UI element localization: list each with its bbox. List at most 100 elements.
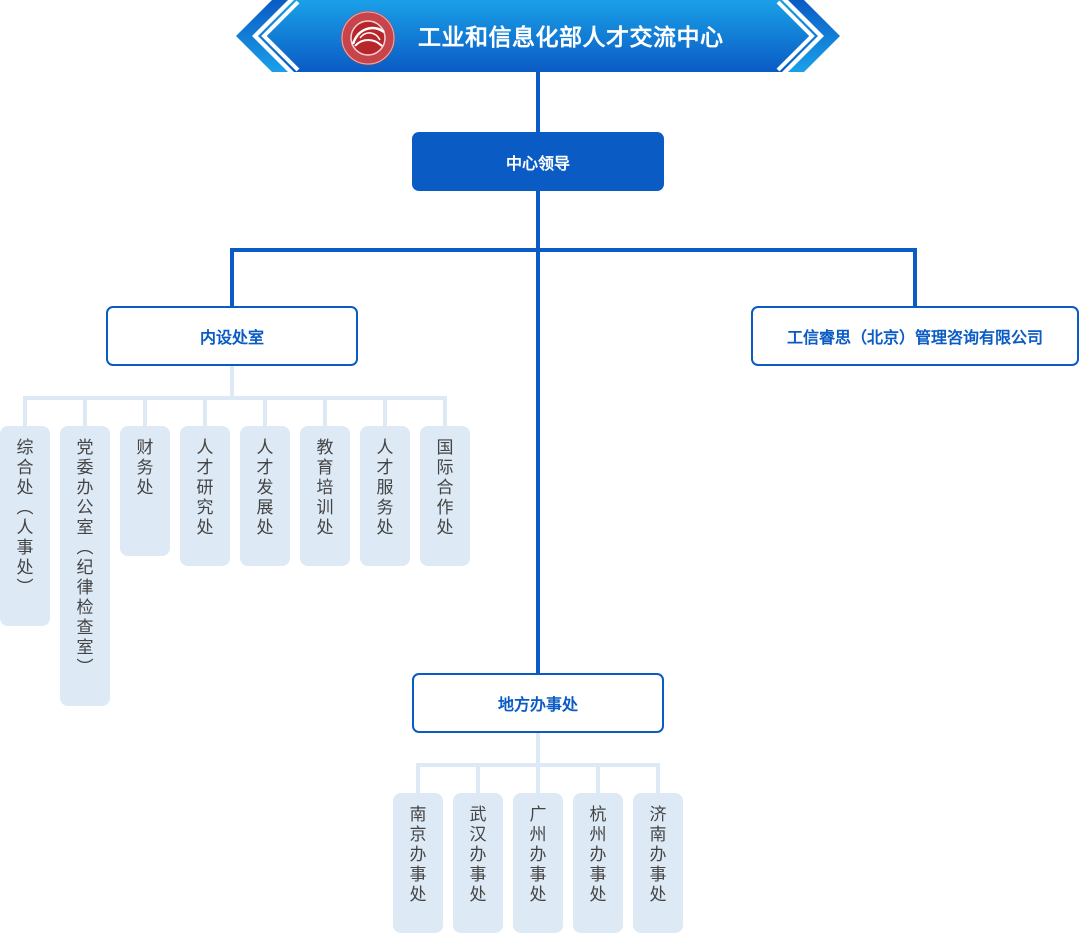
- pill-char: 纪: [76, 558, 94, 578]
- internal-department-item[interactable]: 人才服务处: [360, 426, 410, 566]
- company-box[interactable]: 工信睿思（北京）管理咨询有限公司: [751, 306, 1079, 366]
- pill-char: 杭: [589, 805, 607, 825]
- internal-department-drop-line: [263, 398, 267, 426]
- pill-char: 事: [469, 865, 487, 885]
- internal-department-item[interactable]: 人才研究处: [180, 426, 230, 566]
- internal-department-drop-line: [83, 398, 87, 426]
- regional-office-drop-line: [656, 765, 660, 793]
- pill-char: 公: [76, 498, 94, 518]
- internal-department-drop-line: [203, 398, 207, 426]
- regional-office-item[interactable]: 杭州办事处: [573, 793, 623, 933]
- pill-char: 才: [196, 458, 214, 478]
- pill-char: 事: [649, 865, 667, 885]
- pill-char: 人: [256, 438, 274, 458]
- org-title: 工业和信息化部人才交流中心: [418, 24, 724, 51]
- pill-char: 服: [376, 478, 394, 498]
- pill-char: 广: [529, 805, 547, 825]
- pill-char: 办: [409, 845, 427, 865]
- pill-char: 展: [256, 498, 274, 518]
- regional-office-item[interactable]: 武汉办事处: [453, 793, 503, 933]
- pill-char: 人: [16, 518, 34, 538]
- pill-char: 处: [409, 885, 427, 905]
- regional-offices-box[interactable]: 地方办事处: [412, 673, 664, 733]
- connector-title-to-leadership: [536, 72, 540, 132]
- pill-char: 人: [196, 438, 214, 458]
- pill-char: ︶: [16, 578, 34, 598]
- pill-char: ︵: [16, 498, 34, 518]
- pill-char: 党: [76, 438, 94, 458]
- pill-char: 人: [376, 438, 394, 458]
- pill-char: 处: [649, 885, 667, 905]
- regional-office-item[interactable]: 广州办事处: [513, 793, 563, 933]
- pill-char: 办: [649, 845, 667, 865]
- company-label: 工信睿思（北京）管理咨询有限公司: [786, 328, 1043, 347]
- pill-char: 育: [316, 458, 334, 478]
- internal-departments-label: 内设处室: [199, 328, 264, 347]
- pill-char: 委: [76, 458, 94, 478]
- pill-char: 武: [469, 805, 487, 825]
- pill-char: 济: [649, 805, 667, 825]
- regional-office-item[interactable]: 南京办事处: [393, 793, 443, 933]
- pill-char: 办: [589, 845, 607, 865]
- logo-icon: [340, 10, 396, 66]
- connector-horizontal-branch: [230, 248, 917, 252]
- pill-char: 律: [76, 578, 94, 598]
- internal-department-item[interactable]: 国际合作处: [420, 426, 470, 566]
- internal-department-item[interactable]: 综合处︵人事处︶: [0, 426, 50, 626]
- pill-char: 事: [16, 538, 34, 558]
- connector-leadership-trunk: [536, 190, 540, 675]
- pill-char: 务: [136, 458, 154, 478]
- connector-to-internal: [230, 248, 234, 308]
- pill-char: 查: [76, 618, 94, 638]
- pill-char: 南: [649, 825, 667, 845]
- regional-offices-label: 地方办事处: [497, 695, 578, 714]
- internal-department-item[interactable]: 人才发展处: [240, 426, 290, 566]
- internal-department-drop-line: [443, 398, 447, 426]
- pill-char: 事: [529, 865, 547, 885]
- pill-char: 州: [529, 825, 547, 845]
- right-outer-chevron: [788, 0, 840, 72]
- header-banner: 工业和信息化部人才交流中心: [236, 0, 840, 72]
- pill-char: 发: [256, 478, 274, 498]
- regional-office-drop-line: [596, 765, 600, 793]
- internal-department-item[interactable]: 财务处: [120, 426, 170, 556]
- pill-char: 处: [16, 478, 34, 498]
- pill-char: 办: [76, 478, 94, 498]
- pill-char: 财: [136, 438, 154, 458]
- pill-char: 汉: [469, 825, 487, 845]
- pill-char: 处: [256, 518, 274, 538]
- connector-to-company: [913, 248, 917, 308]
- internal-department-drop-line: [23, 398, 27, 426]
- pill-char: 处: [529, 885, 547, 905]
- internal-department-item[interactable]: 教育培训处: [300, 426, 350, 566]
- pill-char: 处: [136, 478, 154, 498]
- pill-char: 训: [316, 498, 334, 518]
- pill-char: 事: [409, 865, 427, 885]
- pill-char: 室: [76, 638, 94, 658]
- pill-char: 处: [436, 518, 454, 538]
- banner-shape: [236, 0, 840, 72]
- pill-char: 际: [436, 458, 454, 478]
- pill-char: 处: [469, 885, 487, 905]
- pill-char: 处: [316, 518, 334, 538]
- leadership-box[interactable]: 中心领导: [412, 132, 664, 191]
- pill-char: 才: [256, 458, 274, 478]
- pill-char: 究: [196, 498, 214, 518]
- pill-char: 办: [469, 845, 487, 865]
- connector-internal-down: [230, 366, 234, 398]
- pill-char: 办: [529, 845, 547, 865]
- internal-departments-box[interactable]: 内设处室: [106, 306, 358, 366]
- pill-char: 才: [376, 458, 394, 478]
- pill-char: 合: [436, 478, 454, 498]
- pill-char: 综: [16, 438, 34, 458]
- pill-char: 京: [409, 825, 427, 845]
- internal-department-item[interactable]: 党委办公室︵纪律检查室︶: [60, 426, 110, 706]
- pill-char: 检: [76, 598, 94, 618]
- pill-char: 教: [316, 438, 334, 458]
- pill-char: 国: [436, 438, 454, 458]
- regional-office-item[interactable]: 济南办事处: [633, 793, 683, 933]
- pill-char: 作: [436, 498, 454, 518]
- pill-char: 处: [376, 518, 394, 538]
- pill-char: 培: [316, 478, 334, 498]
- pill-char: 合: [16, 458, 34, 478]
